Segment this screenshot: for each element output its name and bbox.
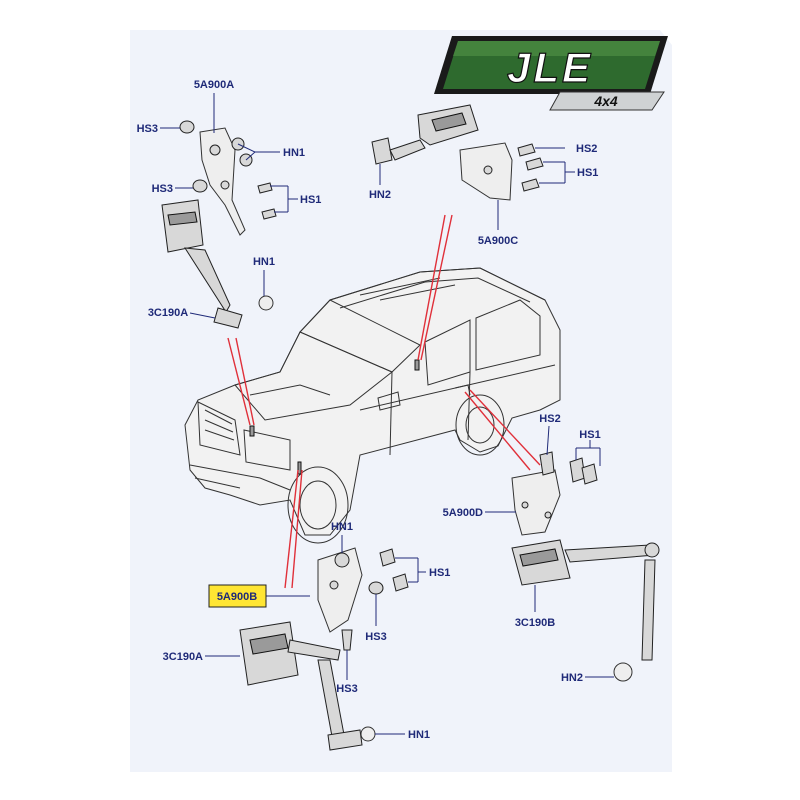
label-hs3: HS3 [152,183,173,195]
label-hs3: HS3 [336,683,357,695]
label-hs1: HS1 [300,194,321,206]
label-hn2: HN2 [561,672,583,684]
label-hn1: HN1 [283,147,305,159]
front-right-height-sensor-assembly [239,547,409,751]
label-hs2: HS2 [576,143,597,155]
highlighted-part-box [208,584,267,608]
label-hs1: HS1 [429,567,450,579]
location-pointer-lines [227,214,541,589]
label-5a900a: 5A900A [194,79,234,91]
callout-labels: 5A900A HS3 HN1 HS3 HS1 HN1 3C190A HN2 HS… [137,79,601,741]
label-hn1: HN1 [253,256,275,268]
label-3c190a: 3C190A [148,307,188,319]
front-left-height-sensor-assembly [161,120,277,329]
label-5a900b: 5A900B [217,591,257,603]
jle-4x4-logo: JLE 4x4 [434,36,668,111]
label-hs3: HS3 [137,123,158,135]
label-5a900d: 5A900D [443,507,483,519]
label-hs1: HS1 [577,167,598,179]
label-hn2: HN2 [369,189,391,201]
label-hn1: HN1 [408,729,430,741]
label-hn1: HN1 [331,521,353,533]
label-hs3: HS3 [365,631,386,643]
logo-sub-text: 4x4 [593,93,618,109]
range-rover-vehicle-drawing [184,267,561,544]
label-hs2: HS2 [539,413,560,425]
label-3c190a: 3C190A [163,651,203,663]
label-hs1: HS1 [579,429,600,441]
label-5a900c: 5A900C [478,235,518,247]
rear-right-height-sensor-assembly [511,451,660,682]
rear-left-height-sensor-assembly [371,104,544,201]
callout-leader-lines [160,93,614,735]
label-3c190b: 3C190B [515,617,555,629]
logo-brand-text: JLE [507,44,593,91]
